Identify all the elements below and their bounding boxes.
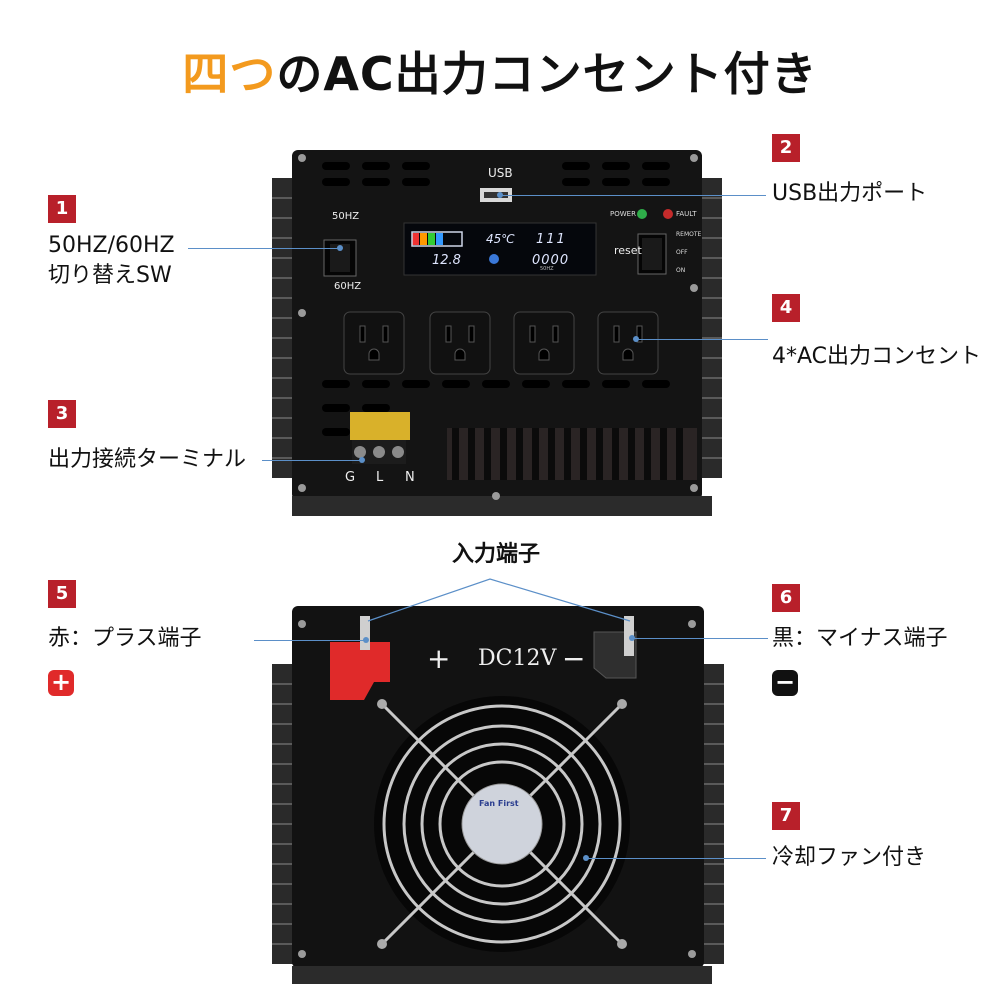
callout-2-badge: 2 [772, 134, 800, 162]
callout-2-leader [500, 195, 766, 196]
callout-1-text-line1: 50HZ/60HZ [48, 233, 175, 258]
callout-4-text: 4*AC出力コンセント [772, 344, 982, 369]
callout-6-dot [629, 635, 635, 641]
callout-3-leader [262, 460, 362, 461]
dc-label: DC12V [478, 646, 557, 671]
callout-2-dot [497, 192, 503, 198]
callout-4-leader [636, 339, 768, 340]
callout-3-badge: 3 [48, 400, 76, 428]
callout-7-badge: 7 [772, 802, 800, 830]
usb-label: USB [488, 166, 513, 180]
power-label: POWER [610, 210, 636, 218]
callout-4-badge: 4 [772, 294, 800, 322]
callout-7-text: 冷却ファン付き [772, 845, 927, 870]
terminal-g-label: G [345, 470, 356, 485]
title-rest: のAC出力コンセント付き [276, 47, 818, 101]
hz50-label: 50HZ [332, 211, 360, 222]
callout-3-text: 出力接続ターミナル [48, 447, 247, 472]
callout-6-badge: 6 [772, 584, 800, 612]
on-label: ON [676, 267, 686, 274]
lcd-output-watts: 0000 [532, 253, 570, 268]
lcd-output-voltage: 111 [536, 232, 567, 247]
lcd-input-voltage: 12.8 [432, 253, 461, 268]
inverter-front-panel [272, 150, 722, 516]
lcd-temp: 45℃ [486, 232, 515, 246]
callout-7-dot [583, 855, 589, 861]
lcd-hz: 50HZ [540, 266, 554, 272]
page-title: 四つのAC出力コンセント付き [0, 38, 1000, 104]
title-accent: 四つ [182, 47, 277, 101]
minus-badge-icon: − [772, 670, 798, 696]
callout-3-dot [359, 457, 365, 463]
hz60-label: 60HZ [334, 281, 362, 292]
callout-1-dot [337, 245, 343, 251]
callout-2-text: USB出力ポート [772, 181, 928, 206]
callout-1-text-line2: 切り替えSW [48, 263, 172, 288]
callout-7-leader [586, 858, 766, 859]
callout-5-leader [254, 640, 366, 641]
terminal-n-label: N [405, 470, 415, 485]
remote-label: REMOTE [676, 231, 702, 238]
fan-label: Fan First [479, 799, 519, 808]
back-minus-label: − [562, 642, 586, 675]
callout-4-dot [633, 336, 639, 342]
inverter-back-panel [272, 606, 724, 984]
off-label: OFF [676, 249, 688, 256]
callout-1-badge: 1 [48, 195, 76, 223]
input-terminal-label: 入力端子 [452, 542, 541, 567]
input-terminal-leaders [367, 578, 631, 622]
callout-5-dot [363, 637, 369, 643]
callout-6-leader [632, 638, 768, 639]
terminal-l-label: L [376, 470, 384, 485]
reset-label: reset [614, 244, 642, 257]
fault-label: FAULT [676, 210, 697, 218]
callout-5-badge: 5 [48, 580, 76, 608]
callout-6-text: 黒：マイナス端子 [772, 626, 948, 651]
callout-5-text: 赤：プラス端子 [48, 626, 202, 651]
callout-1-leader [188, 248, 340, 249]
plus-badge-icon: + [48, 670, 74, 696]
back-plus-label: + [427, 642, 451, 675]
